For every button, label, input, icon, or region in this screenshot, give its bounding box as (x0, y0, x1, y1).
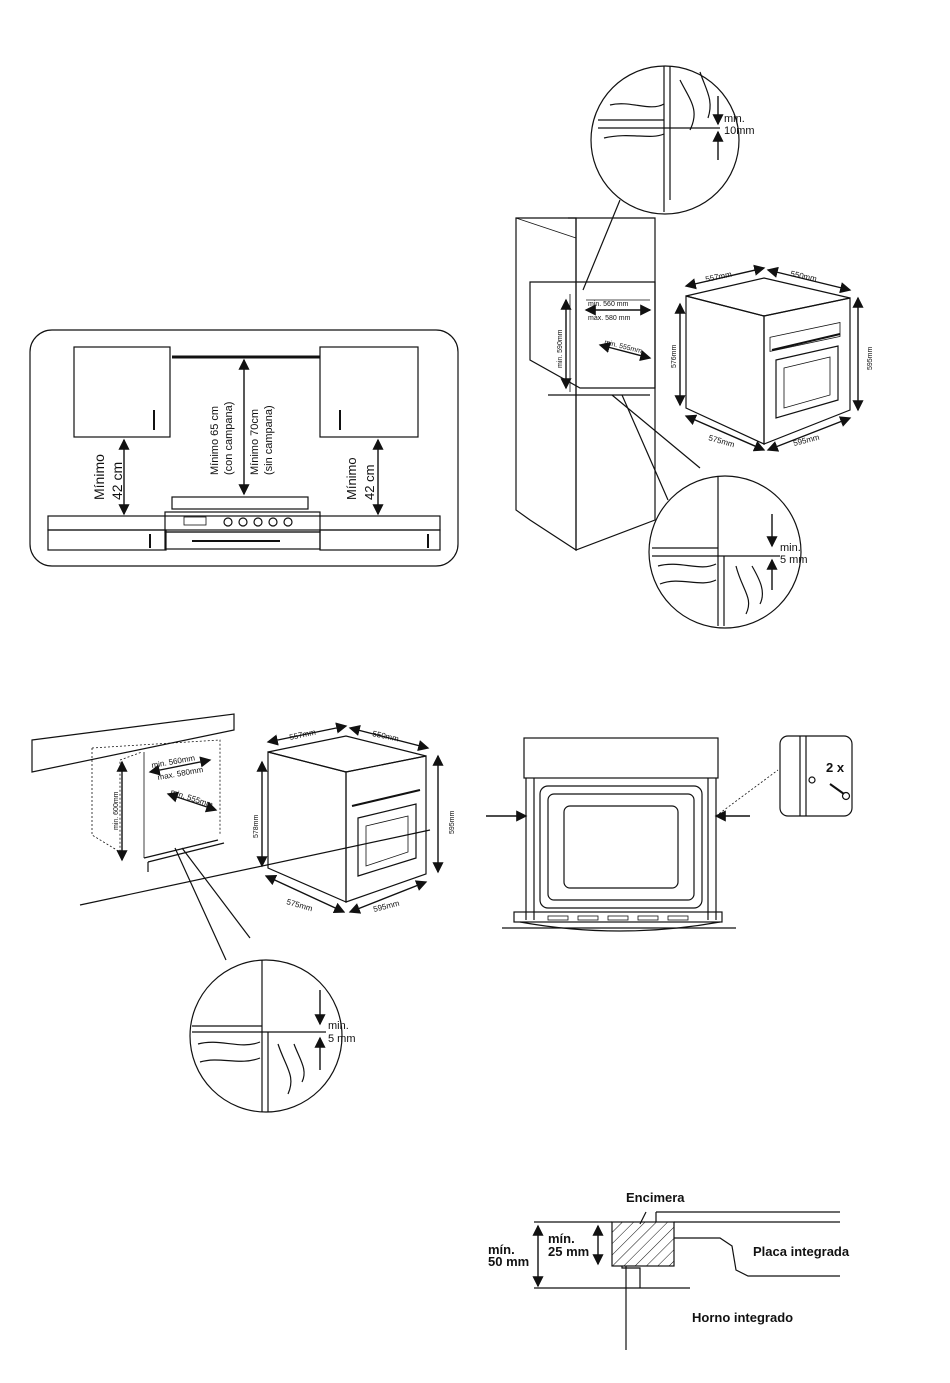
uc-detail-min: min. (328, 1020, 349, 1032)
worktop (31, 713, 235, 773)
right-min-value: 42 cm (362, 465, 377, 500)
label-encimera: Encimera (626, 1190, 685, 1205)
label-min50-1: mín. (488, 1242, 515, 1257)
column-side (515, 217, 577, 552)
label-horno: Horno integrado (692, 1310, 793, 1325)
screw-count: 2 x (826, 760, 845, 775)
screw-icon (829, 783, 845, 795)
oven-height-right: 595mm (867, 346, 874, 370)
detail-top-value: 10mm (724, 125, 755, 137)
oven-height-left: 576mm (671, 344, 678, 368)
left-min-label: Mínimo (91, 454, 107, 500)
right-wall-cabinet (319, 346, 419, 438)
uc-oven-bottom-front: 575mm (285, 897, 313, 913)
left-min-value: 42 cm (109, 462, 125, 500)
label-min25-2: 25 mm (548, 1244, 589, 1259)
detail-bottom-value: 5 mm (780, 554, 808, 566)
figure-counter-section: Encimera mín. 50 mm mín. 25 mm Placa int… (488, 1190, 850, 1350)
cab-width-max: max. 580 mm (588, 315, 631, 322)
uc-oven-top-side: 550mm (372, 729, 400, 743)
detail-top-min: min. (724, 113, 745, 125)
center-min-hood: Mínimo 65 cm (209, 406, 221, 475)
detail-circle-top (590, 65, 740, 215)
label-min50-2: 50 mm (488, 1254, 529, 1269)
niche (529, 281, 656, 389)
figure-frame (29, 329, 459, 567)
cab-width-min: min. 560 mm (588, 301, 629, 308)
uc-depth: min. 555mm (169, 787, 214, 809)
hood (171, 496, 309, 510)
cab-height: min. 590mm (557, 329, 564, 368)
oven-control-panel (164, 511, 321, 533)
figure-hob-clearance: Mínimo 42 cm Mínimo 65 cm (con campana) … (29, 329, 459, 567)
oven-door (539, 785, 703, 909)
center-without-hood: (sin campana) (263, 405, 275, 475)
uc-detail-circle (189, 959, 343, 1113)
figure-screw-fixing: 2 x (486, 735, 853, 932)
detail-bottom-min: min. (780, 542, 801, 554)
uc-height: min. 600mm (113, 791, 120, 830)
hatched-block (611, 1221, 675, 1267)
uc-oven-height-right: 595mm (449, 810, 456, 834)
uc-oven-height-left: 578mm (253, 814, 260, 838)
label-placa: Placa integrada (753, 1244, 850, 1259)
oven-bottom-side: 595mm (792, 433, 820, 448)
left-wall-cabinet (73, 346, 171, 438)
counter-block (523, 737, 719, 779)
detail-circle-bottom (648, 475, 802, 629)
oven-top-side: 550mm (790, 269, 818, 283)
right-min-label: Mínimo (344, 457, 359, 500)
center-with-hood: (con campana) (223, 402, 235, 475)
column-front (568, 217, 656, 551)
oven-top-front: 557mm (705, 270, 733, 284)
center-min-nohood: Mínimo 70cm (249, 409, 261, 475)
uc-detail-value: 5 mm (328, 1033, 356, 1045)
figure-column-install: min. 10mm min. 560 mm max. 580 mm min. 5… (515, 65, 874, 629)
countertop (47, 515, 441, 531)
screw-zoom (779, 735, 853, 817)
oven-front (763, 297, 851, 445)
figure-undercounter-install: min. 560mm max. 580mm min. 600mm min. 55… (31, 713, 456, 1113)
label-min25-1: mín. (548, 1231, 575, 1246)
uc-oven-top-front: 557mm (289, 728, 317, 742)
cab-depth: min. 555mm (604, 339, 643, 355)
